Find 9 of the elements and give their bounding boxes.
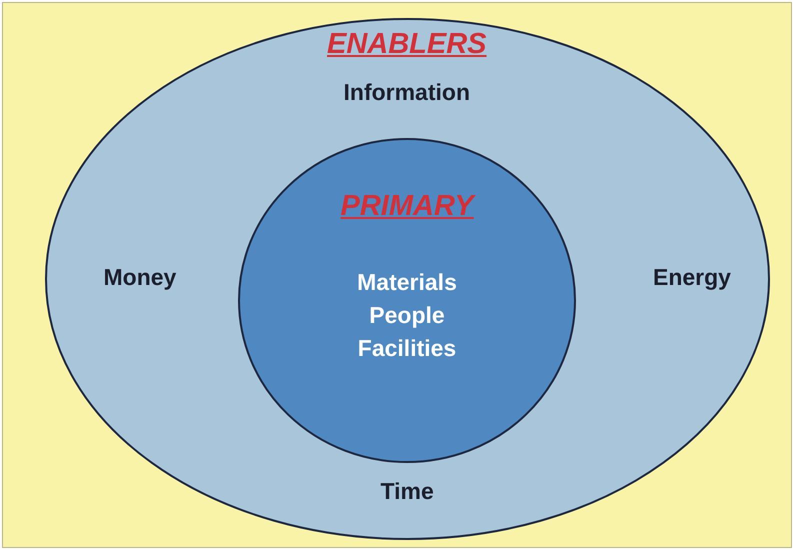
circle-label: Materials People Facilities [356, 268, 458, 363]
ellipse-label: Time [380, 477, 434, 506]
outer-ellipse [45, 18, 770, 540]
ellipse-label: Energy [653, 263, 731, 292]
inner-circle [238, 138, 576, 463]
heading: PRIMARY [340, 190, 474, 223]
heading: ENABLERS [327, 28, 487, 61]
ellipse-label: Information [344, 78, 470, 107]
ellipse-label: Money [104, 263, 176, 292]
